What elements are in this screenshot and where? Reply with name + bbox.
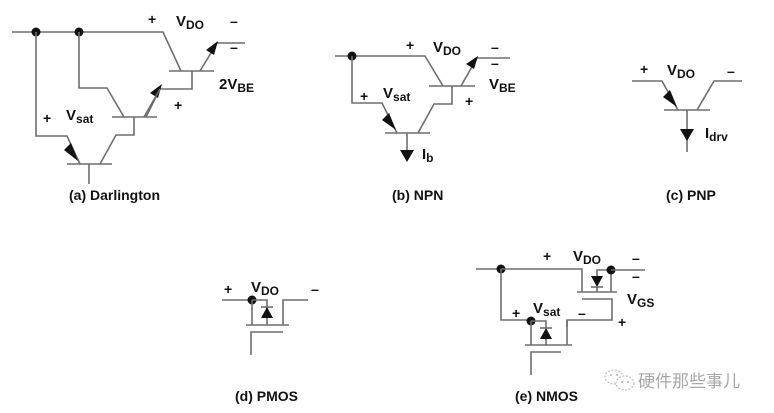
wire — [335, 55, 444, 87]
wire — [145, 71, 193, 118]
wire — [199, 42, 245, 72]
emitter-arrow-icon — [150, 84, 162, 98]
current-arrow-icon — [400, 150, 414, 162]
vsat-label: Vsat — [533, 300, 560, 319]
panel-darlington: + VDO – – 2VBE + + Vsat (a) Darlington — [12, 11, 254, 203]
caption-pmos: (d) PMOS — [235, 388, 298, 404]
plus-sign: + — [465, 93, 473, 109]
wire — [566, 298, 613, 327]
caption-nmos: (e) NMOS — [515, 388, 578, 404]
vdo-label: VDO — [573, 248, 601, 267]
wire — [99, 117, 135, 165]
minus-sign: – — [311, 281, 319, 297]
emitter-arrow-icon — [663, 90, 677, 107]
minus-sign: – — [578, 305, 586, 321]
panel-nmos: + VDO – – VGS + + Vsat – (e) NMOS — [476, 248, 654, 404]
plus-sign: + — [224, 281, 232, 297]
wire — [12, 31, 182, 72]
wechat-icon — [604, 369, 635, 391]
ib-label: Ib — [422, 146, 434, 165]
vsat-label: Vsat — [66, 107, 93, 126]
plus-sign: + — [512, 305, 520, 321]
caption-npn: (b) NPN — [392, 187, 443, 203]
emitter-arrow-icon — [466, 56, 478, 69]
wire — [250, 331, 283, 355]
watermark: 硬件那些事儿 — [604, 369, 740, 392]
plus-sign: + — [543, 248, 551, 264]
minus-sign: – — [230, 39, 238, 55]
wire — [282, 299, 308, 325]
wire — [596, 269, 612, 292]
vgs-label: VGS — [627, 291, 654, 310]
wire — [696, 80, 742, 111]
vbe-label: 2VBE — [219, 76, 254, 95]
vdo-label: VDO — [433, 39, 461, 58]
minus-sign: – — [230, 13, 238, 29]
vsat-label: Vsat — [383, 85, 410, 104]
plus-sign: + — [618, 314, 626, 330]
plus-sign: + — [640, 61, 648, 77]
wire — [530, 351, 561, 375]
caption-pnp: (c) PNP — [666, 187, 716, 203]
minus-sign: – — [491, 55, 499, 71]
wire — [500, 269, 531, 321]
wire — [78, 32, 125, 118]
emitter-arrow-icon — [206, 41, 218, 55]
panel-pmos: + VDO – (d) PMOS — [222, 279, 319, 404]
minus-sign: – — [727, 63, 735, 79]
plus-sign: + — [360, 88, 368, 104]
vbe-label: VBE — [489, 76, 516, 95]
minus-sign: – — [491, 39, 499, 55]
panel-pnp: + VDO – Idrv (c) PNP — [632, 61, 742, 203]
panel-npn: + VDO – – VBE + + Vsat Ib (b) NPN — [335, 37, 516, 203]
vdo-label: VDO — [176, 13, 204, 32]
wire — [501, 268, 583, 292]
wire — [417, 86, 453, 134]
emitter-arrow-icon — [382, 113, 396, 130]
plus-sign: + — [148, 11, 156, 27]
idrv-label: Idrv — [705, 125, 728, 144]
minus-sign: – — [632, 268, 640, 284]
wire — [143, 88, 161, 118]
emitter-arrow-icon — [64, 143, 78, 161]
plus-sign: + — [43, 110, 51, 126]
body-diode-icon — [591, 276, 603, 287]
current-arrow-icon — [680, 129, 694, 141]
wire — [35, 32, 81, 165]
body-diode-icon — [261, 307, 273, 318]
minus-sign: – — [632, 250, 640, 266]
vdo-label: VDO — [667, 62, 695, 81]
plus-sign: + — [406, 37, 414, 53]
body-diode-icon — [540, 328, 552, 339]
watermark-text: 硬件那些事儿 — [638, 372, 740, 392]
caption-darlington: (a) Darlington — [69, 187, 160, 203]
plus-sign: + — [174, 97, 182, 113]
vdo-label: VDO — [251, 279, 279, 298]
